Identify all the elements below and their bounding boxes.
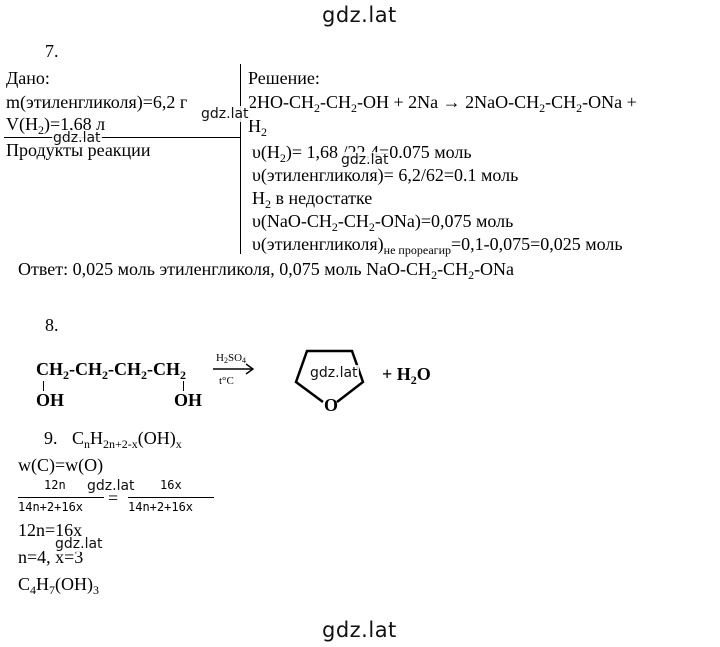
fraction1-denominator: 14n+2+16x [18, 500, 84, 514]
fraction1-numerator: 12n [44, 478, 66, 492]
fraction2-numerator: 16x [160, 478, 182, 492]
watermark-overlay: gdz.lat [340, 152, 390, 168]
general-formula: CnH2n+2-x(OH)x [72, 428, 182, 451]
given-title: Дано: [6, 68, 50, 88]
bond-right [183, 381, 184, 391]
butanediol-chain: CH2-CH2-CH2-CH2 [36, 359, 186, 382]
fraction1-bar [18, 497, 104, 498]
watermark-overlay: gdz.lat [86, 478, 136, 494]
ring-oxygen: O [324, 395, 339, 415]
watermark-overlay: gdz.lat [54, 536, 104, 552]
equals-sign: = [108, 488, 119, 508]
watermark-top: gdz.lat [322, 3, 397, 27]
reaction-equation-tail: H2 [248, 116, 267, 139]
condition-catalyst: H2SO4 [216, 352, 247, 365]
hydroxyl-right: OH [174, 390, 203, 410]
given-divider-vertical [240, 64, 241, 254]
reaction-equation: 2HO-CH2-CH2-OH + 2Na → 2NaO-CH2-CH2-ONa … [248, 92, 637, 115]
task7-number: 7. [45, 41, 59, 61]
hydroxyl-left: OH [36, 390, 65, 410]
solution-values: n=4, x=3 [18, 547, 84, 567]
given-mass: m(этиленгликоля)=6,2 г [6, 92, 188, 112]
watermark-overlay: gdz.lat [309, 365, 359, 381]
fraction2-denominator: 14n+2+16x [128, 500, 194, 514]
given-products: Продукты реакции [6, 140, 151, 160]
final-formula: C4H7(OH)3 [18, 574, 100, 597]
condition-temperature: t°C [219, 375, 234, 387]
given-divider-horizontal [4, 137, 240, 138]
water-product: + H2O [382, 364, 431, 387]
task8-number: 8. [45, 315, 59, 335]
calc-glycol: υ(этиленгликоля)= 6,2/62=0.1 моль [252, 165, 519, 185]
calc-unreacted: υ(этиленгликоля)не прореагир=0,1-0,075=0… [252, 234, 623, 257]
fraction2-bar [128, 497, 214, 498]
reaction-arrow-icon [213, 363, 255, 375]
solution-title: Решение: [248, 68, 320, 88]
equation-12n: 12n=16x [18, 520, 83, 540]
answer-line: Ответ: 0,025 моль этиленгликоля, 0,075 м… [18, 259, 515, 282]
watermark-bottom: gdz.lat [322, 618, 397, 642]
deficit-note: H2 в недостатке [252, 188, 373, 211]
mass-fraction-equality: w(C)=w(O) [18, 455, 104, 475]
tetrahydrofuran-ring-icon [294, 349, 365, 404]
calc-sodium-product: υ(NaO-CH2-CH2-ONa)=0,075 моль [252, 211, 514, 234]
bond-left [43, 381, 44, 391]
watermark-overlay: gdz.lat [200, 106, 250, 122]
given-volume: V(H2)=1,68 л [6, 114, 106, 137]
task9-number: 9. [44, 428, 58, 448]
watermark-overlay: gdz.lat [52, 130, 102, 146]
